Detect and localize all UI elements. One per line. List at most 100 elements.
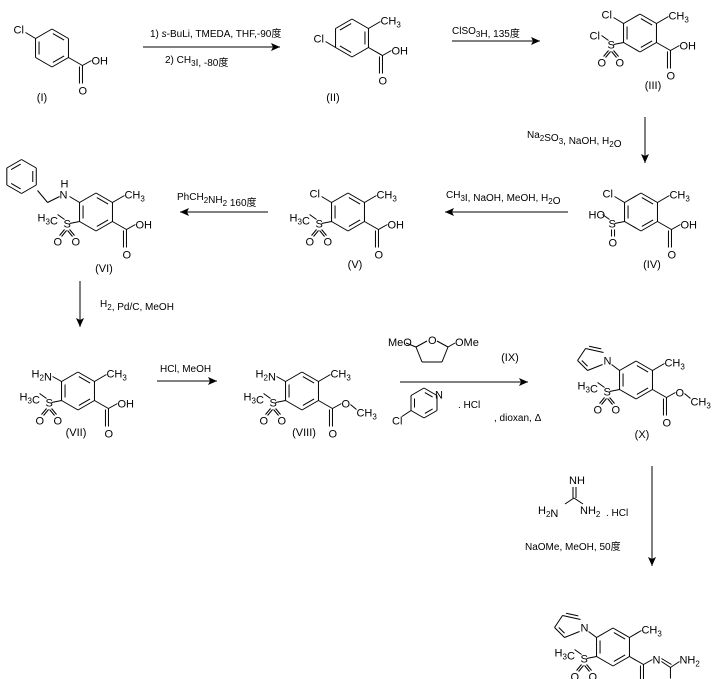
pyrrole-bond xyxy=(554,627,565,638)
text-run: ClSO xyxy=(452,26,476,37)
text-run: O xyxy=(614,139,622,150)
benzene-ring-V xyxy=(347,192,365,203)
ring-double-bond xyxy=(52,33,65,41)
benzene-ring-III xyxy=(639,13,657,24)
ring-double-bond xyxy=(339,23,352,31)
thf-bond xyxy=(415,346,423,363)
arrow-layer xyxy=(76,37,656,566)
methyl-label: H3C xyxy=(38,213,58,228)
sulfur-label: S xyxy=(604,387,611,399)
compound-label-VI: (VI) xyxy=(95,263,113,275)
text-run: Na xyxy=(527,130,540,141)
methyl-label: H3C xyxy=(578,381,598,396)
benzene-ring-II xyxy=(351,18,369,29)
methyl-label: CH3 xyxy=(669,190,690,204)
sulfonyl-bond xyxy=(69,229,75,236)
benzene-ring-VIII xyxy=(301,371,319,382)
bond xyxy=(657,221,672,230)
methoxy-label: MeO xyxy=(388,337,412,349)
benzene-ring-X xyxy=(635,389,653,400)
benzene-ring-VI xyxy=(79,221,97,232)
subscript: 2 xyxy=(204,196,209,205)
bond xyxy=(368,47,383,56)
oxygen-label: O xyxy=(260,416,269,428)
pyrrole-bond xyxy=(564,631,580,638)
text-run: PhCH xyxy=(177,192,204,203)
benzene-ring-VI xyxy=(95,221,113,232)
sulfur-label: S xyxy=(609,219,616,231)
ring-double-bond xyxy=(52,55,65,63)
pyrrole-bond xyxy=(577,348,586,361)
bond xyxy=(629,656,644,665)
ring-double-bond xyxy=(78,398,91,406)
bond xyxy=(602,214,610,220)
bond xyxy=(652,363,665,371)
chlorine-label: Cl xyxy=(590,31,600,43)
bond xyxy=(401,410,412,417)
subscript: 3 xyxy=(45,218,50,227)
bond xyxy=(661,658,672,665)
text-run: -BuLi, TMEDA, THF,-90度 xyxy=(167,27,282,40)
subscript: 3 xyxy=(251,397,256,406)
ring-double-bond xyxy=(640,18,653,26)
bond xyxy=(368,21,381,29)
text-run: CH xyxy=(124,190,140,202)
chlorine-label: Cl xyxy=(602,10,612,22)
pyrrole-double-bond xyxy=(589,345,602,350)
bond xyxy=(652,389,667,398)
bond xyxy=(37,190,48,203)
thf-bond xyxy=(441,346,449,363)
subscript: 3 xyxy=(140,195,145,204)
sulfonyl-bond xyxy=(321,229,327,236)
subscript: 3 xyxy=(685,195,690,204)
benzene-ring-III xyxy=(623,42,641,53)
subscript: 3 xyxy=(27,397,32,406)
text-run: H xyxy=(20,392,28,404)
bond xyxy=(321,221,332,224)
benzene-ring-III xyxy=(639,42,657,53)
subscript: 3 xyxy=(372,413,377,422)
pyridine-ring xyxy=(423,410,438,419)
bond xyxy=(597,382,605,388)
text-run: , NaOH, H xyxy=(563,136,609,147)
carbonyl-oxygen: O xyxy=(378,76,387,88)
bond xyxy=(25,32,36,39)
methyl-label: CH3 xyxy=(106,369,127,383)
subscript: 3 xyxy=(392,195,397,204)
sulfur-label: S xyxy=(270,398,277,410)
bond xyxy=(325,41,336,48)
sulfonyl-bond xyxy=(603,50,609,57)
benzene-ring-VIII xyxy=(301,400,319,411)
amino-label: H2N xyxy=(538,505,558,520)
step-3-condition: Na2SO3, NaOH, H2O xyxy=(527,130,622,150)
amino-label: H2N xyxy=(32,369,52,384)
benzene-ring-III xyxy=(623,13,641,24)
text-run: H xyxy=(32,369,40,381)
methoxy-label: OMe xyxy=(455,337,479,349)
sulfonyl-bond xyxy=(313,230,319,237)
bond xyxy=(588,631,597,638)
bond xyxy=(350,404,357,410)
sulfur-label: S xyxy=(608,40,615,52)
bond-layer xyxy=(6,13,691,679)
carbonyl-oxygen: O xyxy=(78,86,87,98)
carbonyl-oxygen: O xyxy=(104,429,113,441)
amino-label: H2N xyxy=(256,369,276,384)
hydroxyl-label: OH xyxy=(117,399,134,411)
carbonyl-oxygen: O xyxy=(122,250,131,262)
bond xyxy=(613,17,624,24)
subscript: 2 xyxy=(107,303,112,312)
ester-oxygen: O xyxy=(675,388,684,400)
benzene-ring-X xyxy=(635,360,653,371)
pyridine-nitrogen: N xyxy=(435,390,443,402)
benzene-ring-II xyxy=(335,47,353,58)
pyrrole-bond xyxy=(577,360,588,371)
ring-double-bond xyxy=(424,392,433,398)
sulfonyl-bond xyxy=(584,665,590,672)
bond xyxy=(112,195,125,203)
benzene-ring-II xyxy=(351,47,369,58)
hydroxyl-label: OH xyxy=(91,56,108,68)
bond xyxy=(671,224,681,230)
ring-double-bond xyxy=(613,654,626,662)
